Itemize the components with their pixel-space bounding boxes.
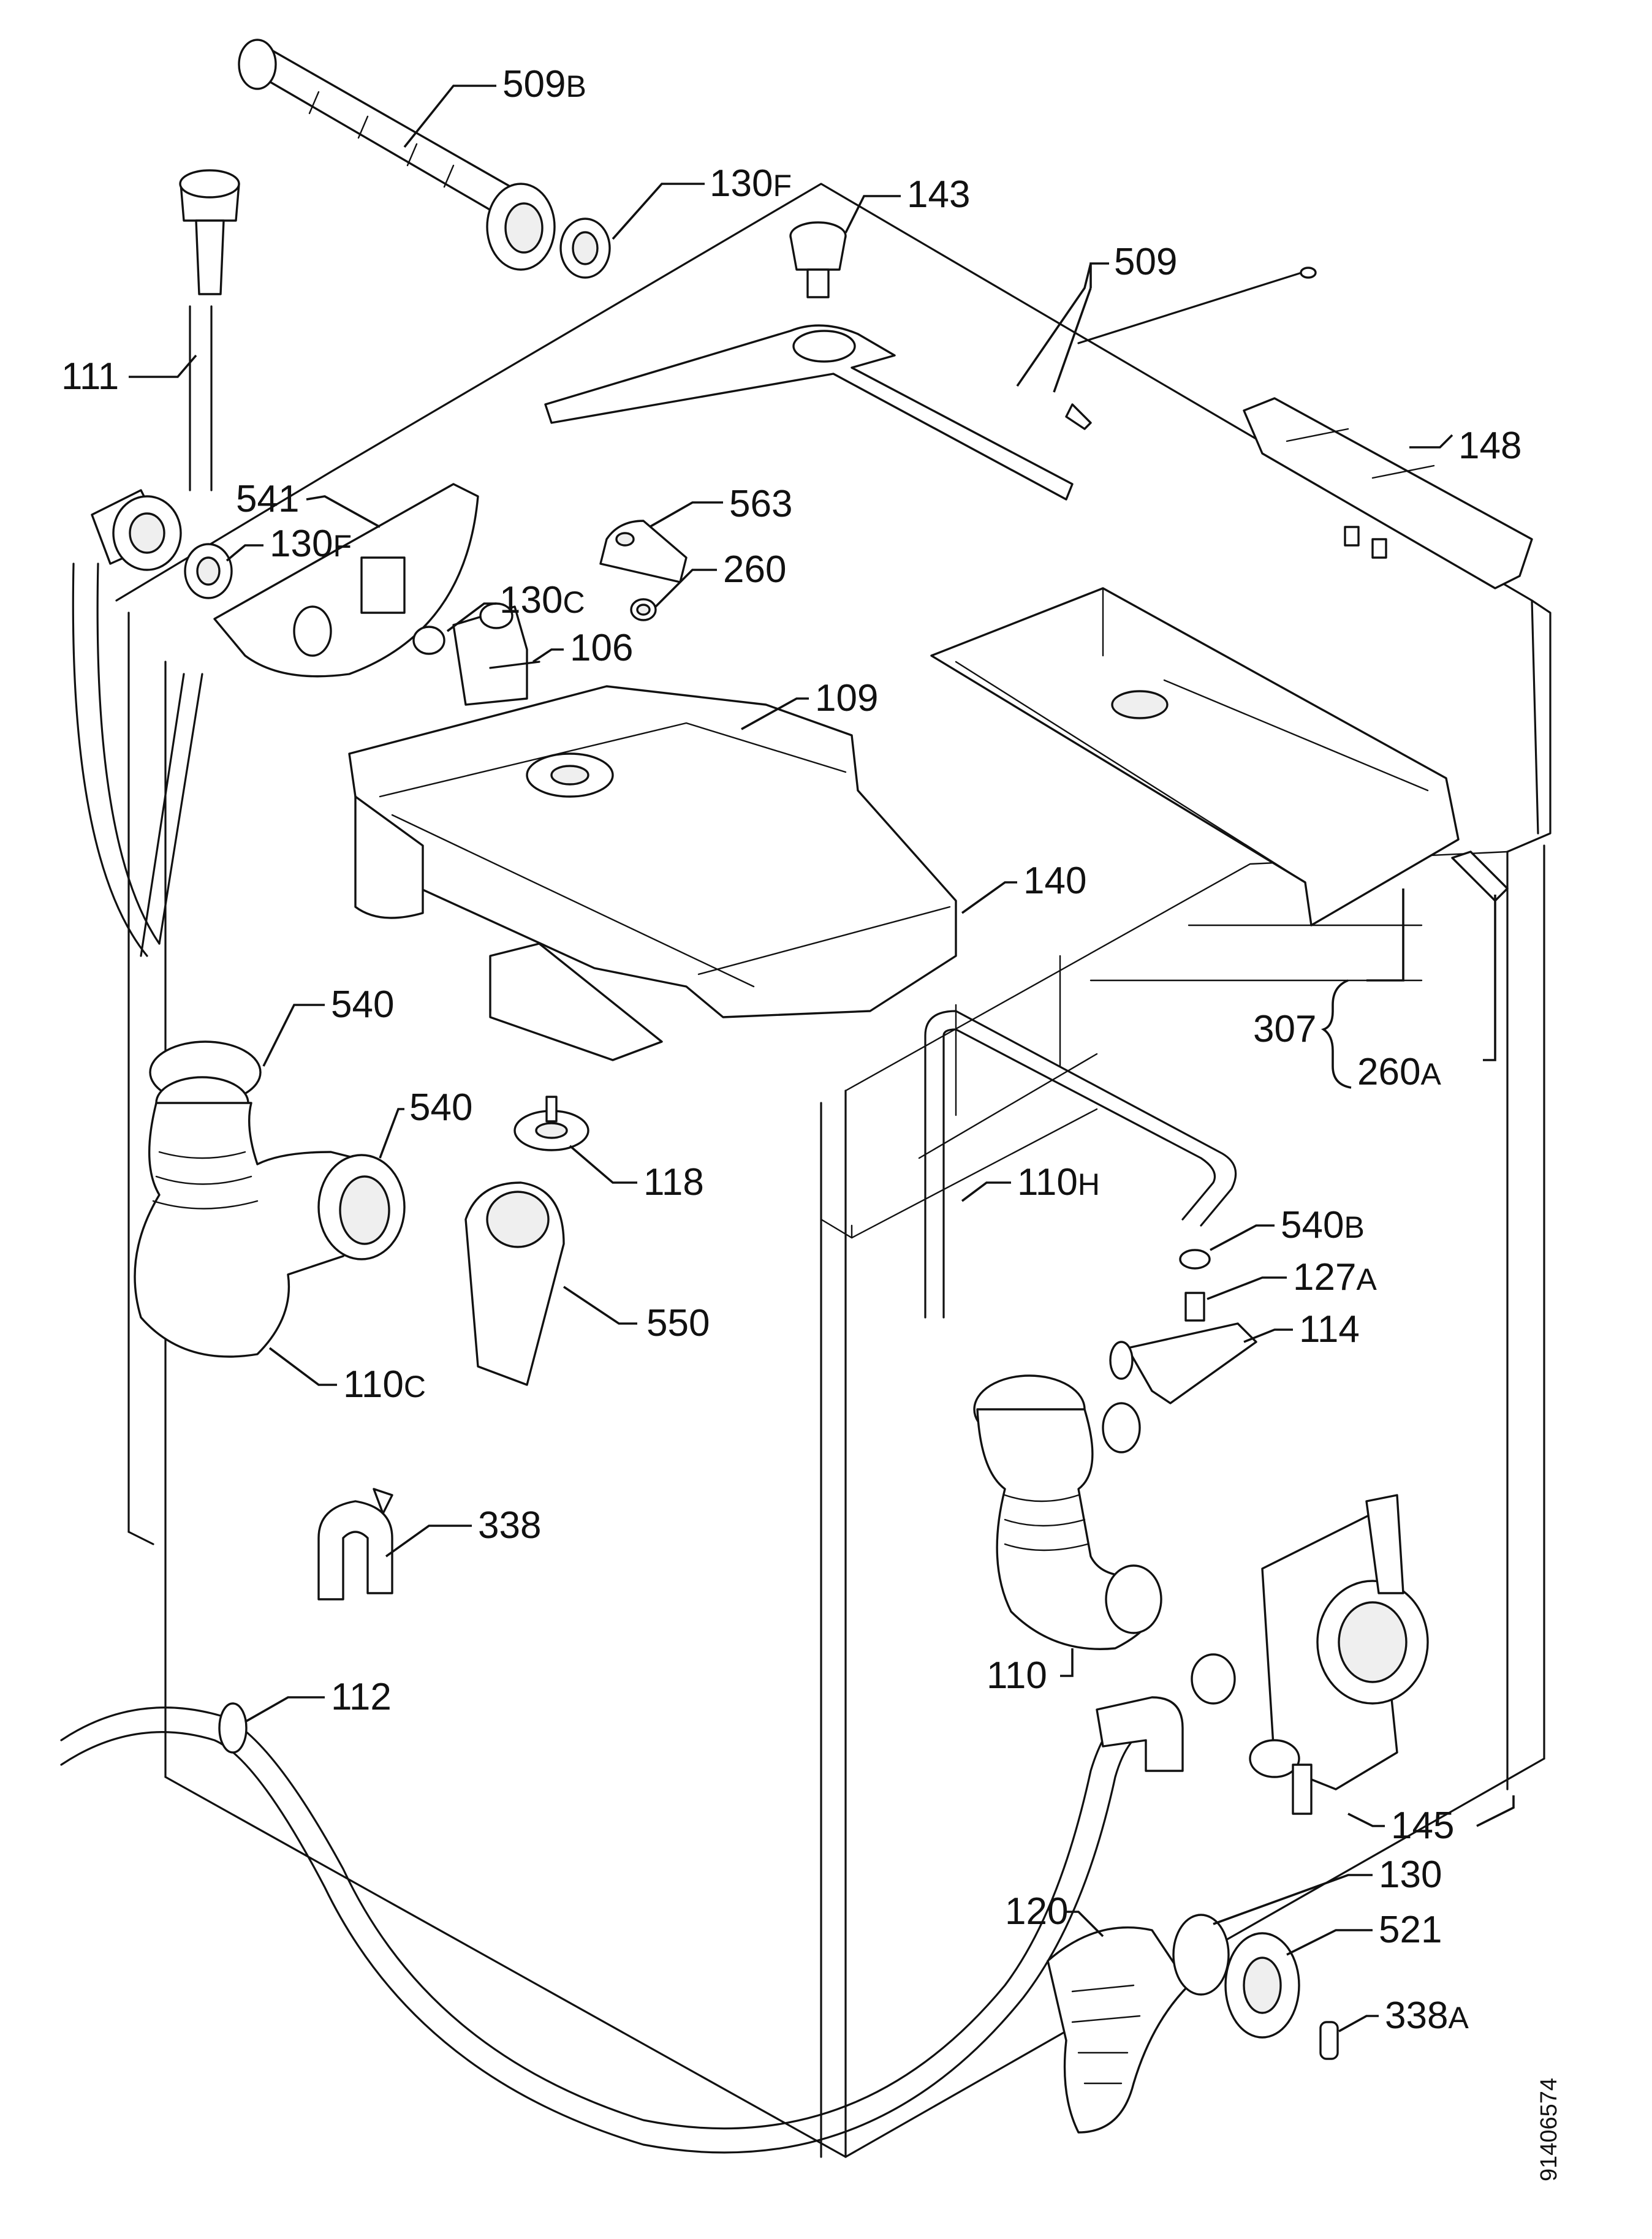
label-112: 112 (331, 1676, 392, 1718)
leader-509-c (1053, 287, 1092, 393)
part-140-drawer (930, 587, 1460, 926)
leader-260a (1483, 895, 1496, 1061)
part-130f-washer-top (559, 218, 611, 279)
part-110h-hose (924, 1010, 1237, 1319)
label-563: 563 (729, 483, 792, 525)
leader-110c (268, 1347, 337, 1386)
leader-563 (649, 501, 723, 528)
label-148: 148 (1458, 425, 1521, 467)
label-509: 509 (1114, 241, 1177, 283)
label-338a: 338A (1385, 1995, 1469, 2037)
part-120-130-521-338a-filter (1047, 1914, 1339, 2134)
leader-130f-mid (225, 544, 263, 562)
label-550: 550 (646, 1302, 710, 1344)
part-540b-127a-114-fittings (1109, 1249, 1257, 1404)
part-130f-washer-mid (184, 543, 233, 599)
label-130: 130 (1379, 1854, 1442, 1896)
part-509b-inlet-pipe (238, 39, 556, 271)
parts-artwork (60, 39, 1533, 2154)
part-509-lever (544, 267, 1317, 501)
leader-338a (1338, 2015, 1379, 2033)
label-143: 143 (907, 173, 970, 216)
leader-509-a (1016, 263, 1092, 387)
part-118-filter-wheel (513, 1096, 589, 1151)
label-111: 111 (61, 355, 119, 398)
leader-140 (961, 881, 1017, 914)
document-code: 91406574 (1536, 2078, 1562, 2181)
part-112-drain-hose (60, 1696, 1184, 2154)
label-540-b: 540 (409, 1086, 472, 1129)
part-109-dispenser-housing (348, 685, 957, 1061)
label-521: 521 (1379, 1909, 1442, 1951)
part-111-inlet-hose (72, 169, 240, 957)
part-541-bracket (213, 483, 479, 678)
leader-541 (306, 495, 381, 528)
leader-509-b (1089, 262, 1109, 288)
leader-127a (1207, 1276, 1287, 1300)
part-148-switch-panel (1243, 397, 1533, 589)
label-260: 260 (723, 548, 786, 591)
label-106: 106 (570, 627, 633, 669)
label-118: 118 (643, 1161, 704, 1203)
label-130f-mid: 130F (270, 523, 352, 565)
leader-143 (844, 195, 901, 233)
leader-118 (569, 1145, 637, 1184)
label-540-a: 540 (331, 983, 394, 1026)
label-509b: 509B (502, 63, 586, 105)
leader-lines (129, 85, 1515, 2033)
leader-145 (1347, 1813, 1385, 1827)
part-110-pump-bellow (973, 1374, 1162, 1650)
label-307: 307 (1253, 1008, 1316, 1050)
leader-130f-top (612, 183, 705, 240)
label-120: 120 (1005, 1890, 1068, 1933)
leader-307-top (1366, 888, 1404, 982)
part-145-pump (1191, 1494, 1429, 1815)
leader-130c (446, 602, 496, 632)
part-130c-106-valve (412, 602, 540, 706)
leader-114 (1243, 1328, 1293, 1343)
leader-112 (244, 1696, 325, 1723)
label-260a: 260A (1357, 1051, 1441, 1093)
part-260-spring (630, 598, 657, 621)
part-labels: 509B 130F 143 509 111 148 541 563 130F 2… (61, 63, 1562, 2181)
leader-521 (1286, 1929, 1373, 1956)
leader-260 (654, 569, 717, 608)
label-110c: 110C (343, 1363, 426, 1406)
leader-540b (1210, 1224, 1275, 1251)
part-338-clip (317, 1488, 393, 1601)
brace-307 (1320, 979, 1352, 1089)
label-338: 338 (478, 1504, 541, 1547)
leader-540-a (262, 1004, 325, 1067)
leader-110h (961, 1181, 1011, 1202)
leader-110 (1060, 1648, 1074, 1677)
label-140: 140 (1023, 860, 1086, 902)
label-127a: 127A (1293, 1256, 1377, 1298)
leader-106 (532, 648, 564, 663)
leader-145-right (1476, 1795, 1515, 1827)
leader-109 (741, 697, 809, 730)
label-109: 109 (815, 677, 878, 719)
leader-130 (1213, 1874, 1373, 1925)
part-143-knob (789, 221, 847, 298)
label-540b: 540B (1281, 1204, 1365, 1246)
label-114: 114 (1299, 1308, 1360, 1351)
leader-550 (563, 1286, 637, 1325)
leader-338 (385, 1525, 472, 1558)
label-541: 541 (236, 478, 299, 520)
part-550-strap (464, 1181, 565, 1386)
leader-509b (403, 85, 496, 148)
part-260a-clip (1451, 851, 1509, 902)
label-130f-top: 130F (710, 162, 792, 205)
part-540-110c-bellow (134, 1040, 406, 1358)
part-563-cam (599, 520, 688, 583)
label-110h: 110H (1017, 1161, 1100, 1203)
leader-540-b (379, 1108, 404, 1159)
label-145: 145 (1391, 1805, 1454, 1847)
leader-111 (129, 354, 197, 378)
label-110: 110 (987, 1654, 1047, 1697)
leader-148 (1409, 434, 1453, 449)
leader-120 (1066, 1911, 1104, 1938)
label-130c: 130C (499, 579, 585, 621)
